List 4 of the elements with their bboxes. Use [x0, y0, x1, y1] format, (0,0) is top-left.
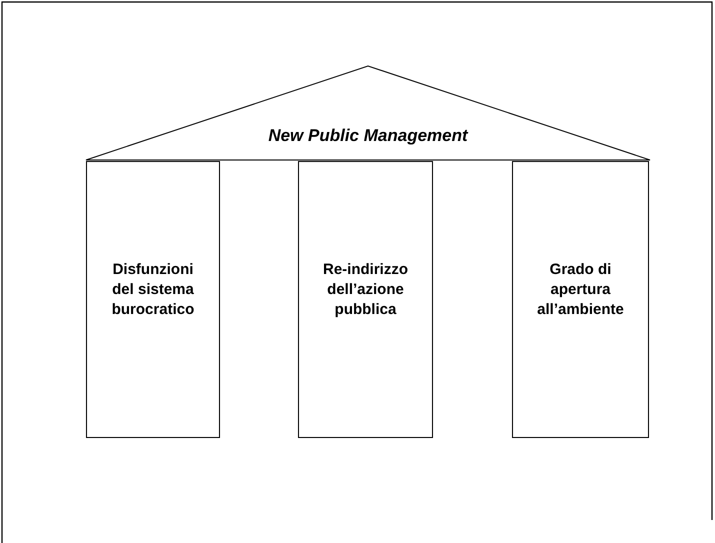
pillar-label: Disfunzioni del sistema burocratico	[110, 260, 196, 320]
pillar-label: Re-indirizzo dell’azione pubblica	[322, 260, 409, 320]
roof-title: New Public Management	[267, 126, 470, 146]
pillar-label: Grado di apertura all’ambiente	[536, 260, 625, 320]
